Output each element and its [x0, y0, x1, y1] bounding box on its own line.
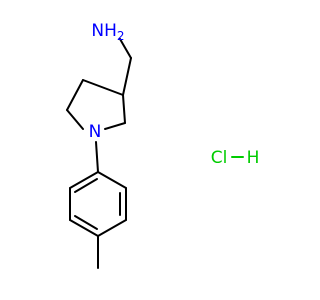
bond-ar6-ar1 [97, 171, 127, 189]
bond-c5-n1 [66, 109, 84, 130]
bond-nh2-ch2 [119, 38, 132, 59]
bond-n1-aryl [95, 141, 99, 173]
bond-ar3-ar4-inner [74, 215, 98, 230]
ring-nitrogen-label: N [89, 122, 102, 142]
bond-ar1-ar2-inner [74, 178, 98, 193]
bond-ar1-ar2 [69, 171, 99, 189]
salt-chlorine-label: Cl [211, 148, 228, 168]
bond-ch2-c3 [122, 57, 132, 96]
amine-label: NH2 [91, 21, 124, 43]
bonds [66, 38, 244, 269]
bond-ar3-ar4 [69, 219, 99, 237]
salt-hydrogen-label: H [247, 148, 260, 168]
bond-n1-c2 [104, 122, 126, 130]
bond-c2-c3 [122, 94, 126, 124]
bond-ar4-ar5 [97, 219, 127, 237]
bond-c4-c5 [66, 79, 84, 111]
bond-c3-c4 [82, 79, 124, 96]
atom-labels: NH2 N Cl H [89, 21, 260, 168]
amine-subscript: 2 [117, 29, 125, 43]
chemical-structure: NH2 N Cl H [66, 21, 260, 269]
